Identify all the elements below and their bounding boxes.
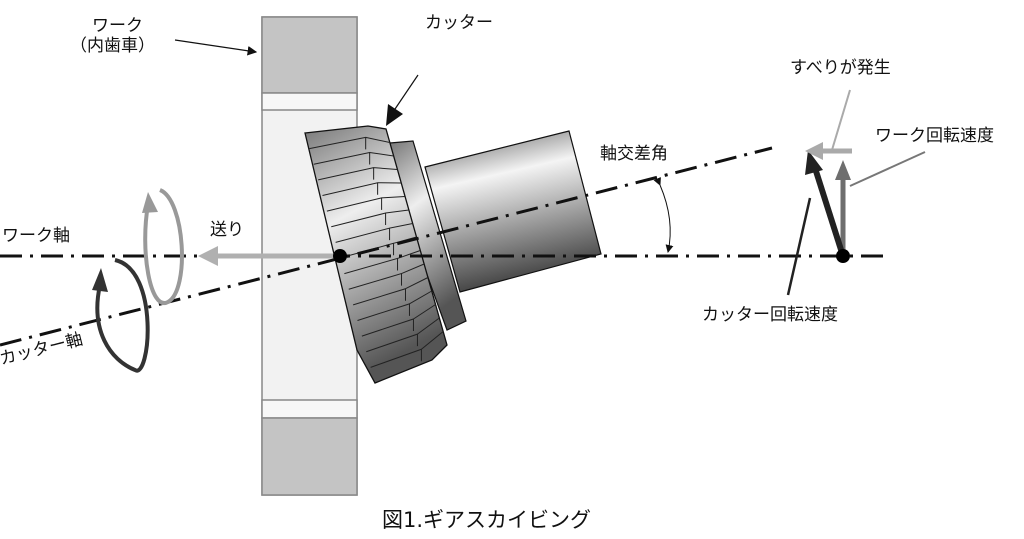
work-rotation-arrow-icon [142,188,184,305]
gear-tooth-line [370,331,444,368]
axis-cross-angle-indicator [653,176,674,253]
work-leader [174,39,258,56]
feed-arrow [198,246,335,266]
work-speed-label: ワーク回転速度 [875,126,994,146]
gear-tooth-line [361,304,436,337]
contact-point [333,249,347,263]
gear-tooth-line [357,290,432,321]
cutter-label: カッター [425,13,493,33]
cutter-speed-label: カッター回転速度 [702,305,838,325]
gear-tooth-line [335,223,413,243]
gear-tooth-line [366,317,440,353]
figure-caption: 図1.ギアスカイビング [382,508,592,532]
gear-tooth-line [331,209,409,228]
cutter-leader [386,74,419,126]
velocity-vectors [786,89,926,296]
gear-tooth-line [318,166,398,181]
gear-tooth-line [322,182,402,196]
slip-label: すべりが発生 [790,58,891,78]
cutter-axis-line [0,146,773,347]
gear-tooth-line [352,277,429,306]
gear-tooth-line [309,136,390,150]
gear-tooth-line [348,263,425,290]
work-axis-label: ワーク軸 [2,226,70,246]
work-label: ワーク [92,16,143,36]
axis-cross-angle-label: 軸交差角 [600,144,668,164]
gear-tooth-line [326,196,406,212]
work-sub-label: （内歯車） [70,36,155,56]
cutter-rotation-arrow-icon [92,258,150,373]
cutter-shaft [424,130,602,293]
feed-label: 送り [210,220,244,240]
gear-tooth-line [313,151,394,165]
